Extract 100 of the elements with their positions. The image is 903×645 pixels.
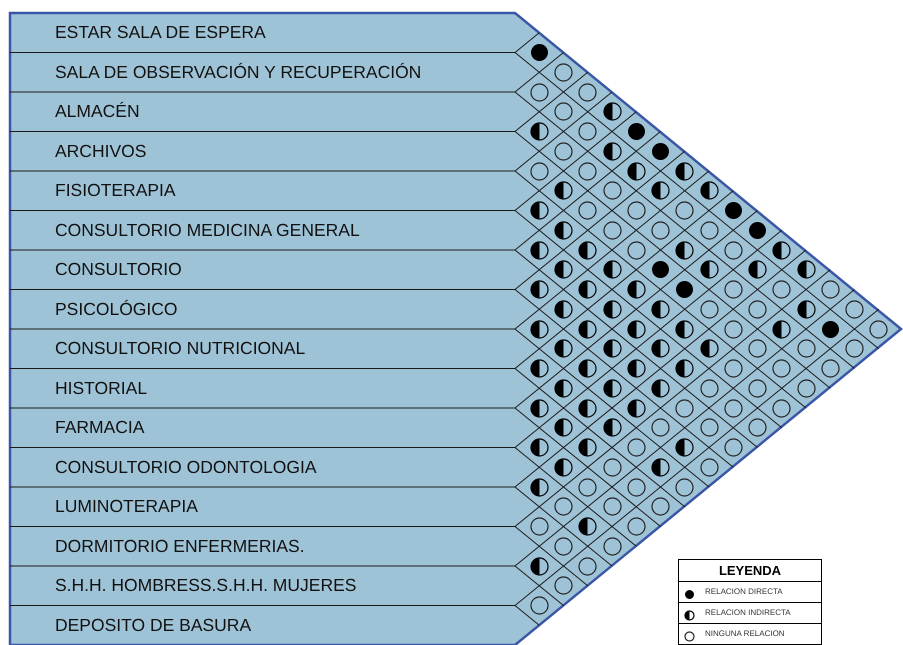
half-filled-circle-icon bbox=[554, 458, 573, 477]
empty-circle-icon bbox=[748, 300, 767, 319]
empty-circle-icon bbox=[724, 280, 743, 299]
room-label: ESTAR SALA DE ESPERA bbox=[55, 22, 266, 42]
empty-circle-icon bbox=[602, 536, 622, 556]
empty-circle-icon bbox=[724, 320, 743, 338]
empty-circle-icon bbox=[700, 418, 718, 438]
empty-circle-icon bbox=[626, 438, 646, 457]
room-label: PSICOLÓGICO bbox=[55, 298, 178, 318]
half-filled-circle-icon bbox=[530, 122, 549, 141]
half-filled-circle-icon bbox=[530, 320, 549, 338]
half-filled-circle-icon bbox=[748, 260, 767, 280]
filled-circle-icon bbox=[724, 201, 743, 220]
empty-circle-icon bbox=[748, 339, 767, 358]
empty-circle-icon bbox=[748, 378, 767, 398]
half-filled-circle-icon bbox=[554, 418, 573, 438]
empty-circle-icon bbox=[578, 478, 598, 496]
filled-circle-icon bbox=[530, 43, 549, 62]
half-filled-circle-icon bbox=[602, 142, 622, 161]
empty-circle-icon bbox=[530, 162, 549, 180]
half-filled-circle-icon bbox=[626, 320, 646, 338]
half-filled-circle-icon bbox=[772, 240, 792, 260]
half-filled-circle-icon bbox=[626, 162, 646, 180]
half-filled-circle-icon bbox=[602, 260, 622, 280]
half-filled-circle-icon bbox=[675, 240, 694, 260]
empty-circle-icon bbox=[626, 517, 646, 536]
empty-circle-icon bbox=[602, 181, 622, 200]
room-label: ALMACÉN bbox=[55, 101, 140, 121]
empty-circle-icon bbox=[554, 497, 573, 516]
empty-circle-icon bbox=[626, 478, 646, 496]
half-filled-circle-icon bbox=[554, 181, 573, 200]
empty-circle-icon bbox=[602, 220, 622, 240]
half-filled-circle-icon bbox=[602, 418, 622, 438]
empty-circle-icon bbox=[700, 458, 718, 477]
filled-circle-icon bbox=[626, 122, 646, 141]
empty-circle-icon bbox=[724, 359, 743, 378]
half-filled-circle-icon bbox=[602, 300, 622, 319]
filled-circle-icon bbox=[651, 142, 670, 161]
half-filled-circle-icon bbox=[530, 478, 549, 496]
half-filled-circle-icon bbox=[578, 280, 598, 299]
room-label: S.H.H. HOMBRESS.S.H.H. MUJERES bbox=[55, 575, 356, 595]
filled-circle-icon bbox=[651, 260, 670, 280]
empty-circle-icon bbox=[724, 240, 743, 260]
empty-circle-icon bbox=[748, 418, 767, 438]
empty-circle-icon bbox=[602, 458, 622, 477]
empty-circle-icon bbox=[578, 162, 598, 180]
room-label: CONSULTORIO ODONTOLOGIA bbox=[55, 456, 317, 476]
empty-circle-icon bbox=[530, 517, 549, 536]
half-filled-circle-icon bbox=[626, 359, 646, 378]
half-filled-circle-icon bbox=[602, 102, 622, 122]
empty-circle-icon bbox=[796, 339, 816, 358]
room-label: DORMITORIO ENFERMERIAS. bbox=[55, 536, 305, 556]
half-filled-circle-icon bbox=[675, 359, 694, 378]
empty-circle-icon bbox=[578, 556, 598, 576]
filled-circle-icon bbox=[820, 320, 840, 338]
room-label: CONSULTORIO NUTRICIONAL bbox=[55, 338, 306, 358]
empty-circle-icon bbox=[675, 478, 694, 496]
empty-circle-icon bbox=[675, 398, 694, 418]
half-filled-circle-icon bbox=[554, 339, 573, 358]
room-label: LUMINOTERAPIA bbox=[55, 496, 198, 516]
half-filled-circle-icon bbox=[530, 438, 549, 457]
half-filled-circle-icon bbox=[626, 280, 646, 299]
empty-circle-icon bbox=[554, 142, 573, 161]
room-label: SALA DE OBSERVACIÓN Y RECUPERACIÓN bbox=[55, 62, 422, 82]
empty-circle-icon bbox=[578, 122, 598, 141]
half-filled-circle-icon bbox=[602, 339, 622, 358]
empty-circle-icon bbox=[602, 497, 622, 516]
empty-circle-icon bbox=[626, 201, 646, 220]
empty-circle-icon bbox=[651, 418, 670, 438]
empty-circle-icon bbox=[772, 359, 792, 378]
half-filled-circle-icon bbox=[651, 300, 670, 319]
half-filled-circle-icon bbox=[554, 260, 573, 280]
legend-text: RELACION DIRECTA bbox=[705, 587, 783, 597]
empty-circle-icon bbox=[820, 359, 840, 378]
half-filled-circle-icon bbox=[578, 320, 598, 338]
empty-circle-icon bbox=[530, 82, 549, 102]
empty-circle-icon bbox=[651, 497, 670, 516]
half-filled-circle-icon bbox=[651, 458, 670, 477]
empty-circle-icon bbox=[724, 438, 743, 457]
empty-circle-icon bbox=[700, 378, 718, 398]
half-filled-circle-icon bbox=[530, 201, 549, 220]
empty-circle-icon bbox=[845, 300, 864, 319]
empty-circle-icon bbox=[772, 398, 792, 418]
half-filled-circle-icon bbox=[530, 359, 549, 378]
half-filled-circle-icon bbox=[578, 517, 598, 536]
half-filled-circle-icon bbox=[530, 240, 549, 260]
half-filled-circle-icon bbox=[796, 260, 816, 280]
half-filled-circle-icon bbox=[700, 181, 718, 200]
half-filled-circle-icon bbox=[651, 378, 670, 398]
empty-circle-icon bbox=[554, 102, 573, 122]
half-filled-circle-icon bbox=[626, 398, 646, 418]
half-filled-circle-icon bbox=[554, 300, 573, 319]
empty-circle-icon bbox=[530, 596, 549, 615]
empty-circle-icon bbox=[700, 300, 718, 319]
room-label: DEPOSITO DE BASURA bbox=[55, 614, 252, 634]
half-filled-circle-icon bbox=[602, 378, 622, 398]
empty-circle-icon bbox=[651, 220, 670, 240]
room-label: FISIOTERAPIA bbox=[55, 180, 176, 200]
filled-circle-icon bbox=[675, 280, 694, 299]
empty-circle-icon bbox=[820, 280, 840, 299]
